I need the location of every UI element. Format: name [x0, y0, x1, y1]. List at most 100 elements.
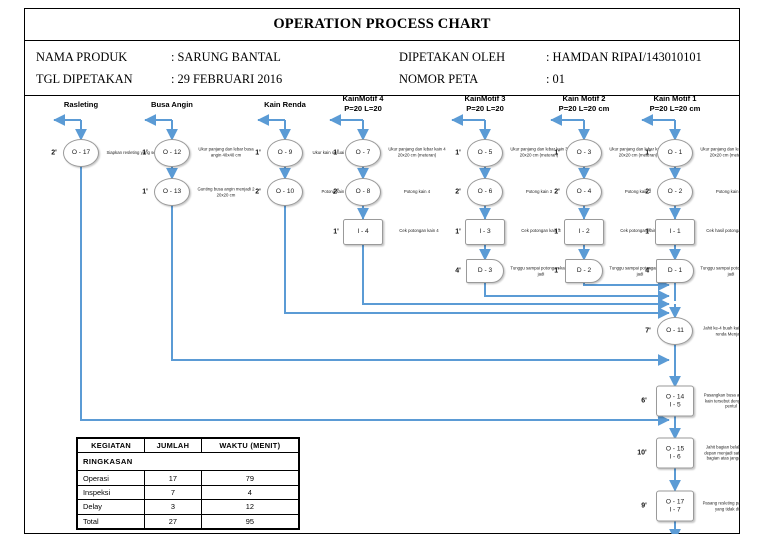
column-header-rasleting: Rasleting	[63, 100, 99, 109]
flow-canvas: Rasleting Busa Angin Kain Renda KainMoti…	[24, 96, 740, 534]
time-o-12: 1'	[142, 149, 148, 157]
node-o-17[interactable]: O - 17	[63, 139, 99, 167]
chart-outer-border	[24, 8, 740, 534]
summary-caption: RINGKASAN	[77, 452, 299, 472]
summary-row-total-label: Total	[76, 513, 146, 529]
node-o-4[interactable]: O - 4	[566, 178, 602, 206]
time-i-4: 1'	[333, 228, 339, 236]
desc-o-14-i-5: Pasangkan busa angin pada kain tersebut …	[703, 392, 740, 409]
node-i-5-label: I - 5	[669, 401, 681, 408]
desc-o-12: Ukur panjang dan lebar busa angin 40x40 …	[198, 146, 254, 157]
value-nomor-peta: : 01	[546, 72, 565, 86]
time-o-2: 2'	[645, 188, 651, 196]
node-d-2[interactable]: D - 2	[565, 259, 603, 283]
desc-o-2: Potong kain 1	[715, 189, 740, 195]
desc-d-2: Tunggu sampai potongan kain 3 jadi	[609, 265, 671, 276]
time-o-10: 2'	[255, 188, 261, 196]
node-o-11[interactable]: O - 11	[657, 317, 693, 345]
flow-connectors	[53, 114, 681, 534]
desc-i-1: Cek hasil potongan kain 1	[706, 228, 740, 234]
node-o-8[interactable]: O - 8	[345, 178, 381, 206]
desc-d-1: Tunggu sampai potongan kain 2 jadi	[700, 265, 740, 276]
time-d-1: 4'	[645, 267, 651, 275]
time-o-15-i-6: 10'	[637, 449, 647, 457]
label-nomor-peta: NOMOR PETA	[399, 72, 479, 86]
desc-o-4: Potong kain 2	[624, 189, 652, 195]
desc-o-10: Potong kain renda	[321, 189, 357, 195]
desc-o-1: Ukur panjang dan lebar kain 1 20x20 cm (…	[700, 146, 740, 157]
time-o-4: 2'	[554, 188, 560, 196]
desc-d-3: Tunggu sampai potongan kain 4 jadi	[510, 265, 572, 276]
node-d-3[interactable]: D - 3	[466, 259, 504, 283]
summary-table: RINGKASAN KEGIATAN JUMLAH WAKTU (MENIT) …	[76, 437, 300, 530]
summary-header-waktu: WAKTU (MENIT)	[200, 437, 300, 454]
desc-o-8: Potong kain 4	[403, 189, 431, 195]
summary-header-jumlah: JUMLAH	[144, 437, 202, 454]
node-o-2[interactable]: O - 2	[657, 178, 693, 206]
label-nama-produk: NAMA PRODUK	[36, 50, 128, 64]
desc-o-15-i-6: Jahit bagian belakang dan depan menjadi …	[704, 444, 740, 461]
node-o-17-i-7[interactable]: O - 17 I - 7	[656, 490, 694, 522]
node-i-2[interactable]: I - 2	[564, 219, 604, 245]
chart-info-block: NAMA PRODUK : SARUNG BANTAL TGL DIPETAKA…	[24, 41, 740, 96]
desc-o-11: Jahit ke-4 buah kain dan kain renda Menj…	[703, 325, 740, 336]
desc-o-13: Gunting busa angin menjadi 2 20x20 cm	[197, 186, 255, 197]
time-o-3: 1'	[554, 149, 560, 157]
node-o-6[interactable]: O - 6	[467, 178, 503, 206]
time-o-8: 2'	[333, 188, 339, 196]
desc-i-3: Cek potongan kain 3	[521, 228, 561, 234]
table-row: Total 27 95	[76, 513, 300, 529]
node-o-17b-label: O - 17	[665, 498, 685, 506]
node-o-15-i-6[interactable]: O - 15 I - 6	[656, 437, 694, 469]
summary-row-total-waktu: 95	[200, 513, 300, 529]
node-o-1[interactable]: O - 1	[657, 139, 693, 167]
table-row: Operasi 17 79	[76, 470, 300, 486]
node-i-1[interactable]: I - 1	[655, 219, 695, 245]
label-dipetakan-oleh: DIPETAKAN OLEH	[399, 50, 506, 64]
value-tgl-dipetakan: : 29 FEBRUARI 2016	[171, 72, 283, 86]
time-o-6: 2'	[455, 188, 461, 196]
time-i-1: 1'	[645, 228, 651, 236]
column-header-busa-angin: Busa Angin	[151, 100, 193, 109]
desc-o-3: Ukur panjang dan lebar kain 2 20x20 cm (…	[609, 146, 667, 157]
desc-o-9: Ukur kain sesuai kebutuhan	[312, 150, 366, 156]
desc-o-5: Ukur panjang dan lebar kain 3 20x20 cm (…	[510, 146, 568, 157]
desc-i-4: Cek potongan kain 4	[399, 228, 439, 234]
node-i-3[interactable]: I - 3	[465, 219, 505, 245]
ringkasan-table: RINGKASAN KEGIATAN JUMLAH WAKTU (MENIT) …	[76, 437, 300, 529]
node-i-7-label: I - 7	[669, 506, 681, 513]
desc-o-17-i-7: Pasang resleting pada bagian yang tidak …	[702, 500, 740, 511]
node-o-5[interactable]: O - 5	[467, 139, 503, 167]
node-o-3[interactable]: O - 3	[566, 139, 602, 167]
node-o-10[interactable]: O - 10	[267, 178, 303, 206]
time-o-14-i-5: 6'	[641, 397, 647, 405]
desc-o-6: Potong kain 3	[525, 189, 553, 195]
time-o-17-i-7: 9'	[641, 502, 647, 510]
summary-row-delay-waktu: 12	[200, 499, 300, 515]
desc-o-7: Ukur panjang dan lebar kain 4 20x20 cm (…	[388, 146, 446, 157]
node-o-14-i-5[interactable]: O - 14 I - 5	[656, 385, 694, 417]
node-o-13[interactable]: O - 13	[154, 178, 190, 206]
time-o-17: 2'	[51, 149, 57, 157]
node-d-1[interactable]: D - 1	[656, 259, 694, 283]
node-i-4[interactable]: I - 4	[343, 219, 383, 245]
time-o-1: 1'	[645, 149, 651, 157]
summary-row-operasi-waktu: 79	[200, 470, 300, 486]
node-o-9[interactable]: O - 9	[267, 139, 303, 167]
summary-row-operasi-jumlah: 17	[144, 470, 202, 486]
node-o-7[interactable]: O - 7	[345, 139, 381, 167]
table-row: Inspeksi 7 4	[76, 484, 300, 501]
summary-row-operasi-label: Operasi	[76, 470, 146, 486]
time-o-9: 1'	[255, 149, 261, 157]
node-o-12[interactable]: O - 12	[154, 139, 190, 167]
summary-header-kegiatan: KEGIATAN	[76, 437, 146, 454]
time-o-7: 1'	[333, 149, 339, 157]
node-o-15-label: O - 15	[665, 445, 685, 453]
time-i-2: 1'	[554, 228, 560, 236]
summary-row-inspeksi-jumlah: 7	[144, 484, 202, 501]
page-title: OPERATION PROCESS CHART	[273, 15, 491, 32]
